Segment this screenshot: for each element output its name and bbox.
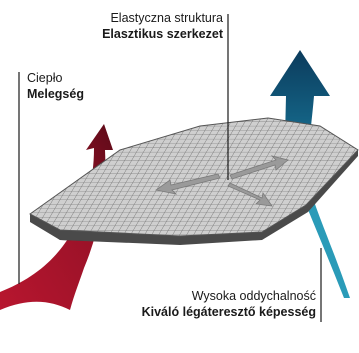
warmth-label: Ciepło Melegség <box>27 70 84 102</box>
breathability-label-polish: Wysoka oddychalność <box>191 289 316 303</box>
warmth-label-polish: Ciepło <box>27 71 63 85</box>
structure-label-polish: Elastyczna struktura <box>110 11 223 25</box>
warmth-label-hungarian: Melegség <box>27 87 84 101</box>
leader-lines <box>18 14 322 322</box>
structure-label-hungarian: Elasztikus szerkezet <box>102 27 223 41</box>
structure-label: Elastyczna struktura Elasztikus szerkeze… <box>74 10 223 42</box>
warmth-arrow <box>0 124 113 310</box>
fabric-sheet <box>29 117 359 245</box>
breathability-label: Wysoka oddychalność Kiváló légáteresztő … <box>110 288 316 320</box>
breathability-label-hungarian: Kiváló légáteresztő képesség <box>141 305 316 319</box>
four-way-stretch-arrows-icon <box>155 155 289 207</box>
